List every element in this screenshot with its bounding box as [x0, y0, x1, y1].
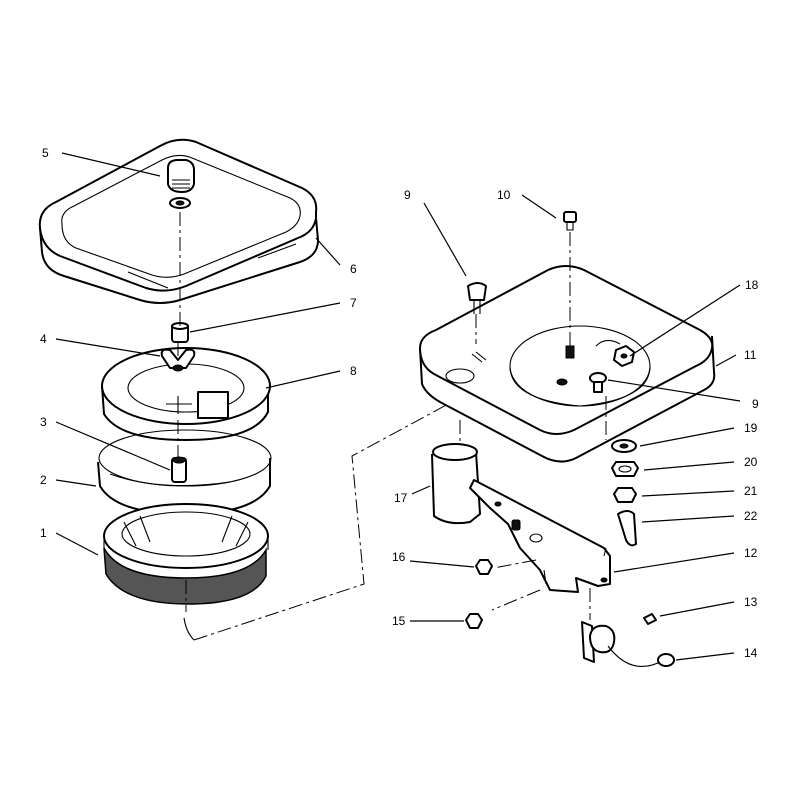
callout-8: 8: [350, 364, 357, 378]
stud: [171, 456, 187, 483]
nut-21: [613, 487, 637, 503]
callout-10: 10: [497, 188, 511, 202]
bolt-left: [467, 282, 487, 314]
nut-16: [475, 559, 493, 575]
mounting-bracket: [469, 479, 611, 593]
nut-15: [465, 613, 483, 629]
callout-19: 19: [744, 421, 758, 435]
callout-20: 20: [744, 455, 758, 469]
callout-4: 4: [40, 332, 47, 346]
screw-top: [563, 211, 577, 231]
air-cleaner-cover: [38, 138, 319, 304]
callout-5: 5: [42, 146, 49, 160]
callout-13: 13: [744, 595, 758, 609]
callout-3: 3: [40, 415, 47, 429]
callout-14: 14: [744, 646, 758, 660]
wing-knob: [167, 159, 195, 209]
callout-22: 22: [744, 509, 758, 523]
callout-7: 7: [350, 296, 357, 310]
callout-2: 2: [40, 473, 47, 487]
hose: [617, 510, 637, 547]
callout-11: 11: [744, 348, 757, 362]
callout-12: 12: [744, 546, 758, 560]
air-cleaner-base: [419, 265, 716, 463]
pre-cleaner-element: [101, 347, 271, 441]
bolt-right: [589, 372, 607, 393]
nut-fitting: [613, 345, 635, 367]
callout-6: 6: [350, 262, 357, 276]
screw-13: [643, 613, 657, 625]
callout-1: 1: [40, 526, 47, 540]
callout-15: 15: [392, 614, 406, 628]
wing-nut: [160, 348, 196, 372]
tube: [431, 443, 481, 525]
callout-17: 17: [394, 491, 408, 505]
bolt-base: [565, 345, 575, 359]
paper-filter-element: [103, 503, 269, 605]
callout-21: 21: [744, 484, 758, 498]
callout-16: 16: [392, 550, 406, 564]
callout-labels: 5 6 7 4 8 3 2 1 9 10 18 11 9 19 20 21 22…: [40, 146, 759, 660]
callout-18: 18: [745, 278, 759, 292]
hex-nut-20: [611, 461, 639, 477]
callout-9a: 9: [404, 188, 411, 202]
switch-assembly: [581, 621, 675, 667]
washer: [611, 439, 637, 453]
callout-9b: 9: [752, 397, 759, 411]
leader-lines: [55, 152, 741, 661]
